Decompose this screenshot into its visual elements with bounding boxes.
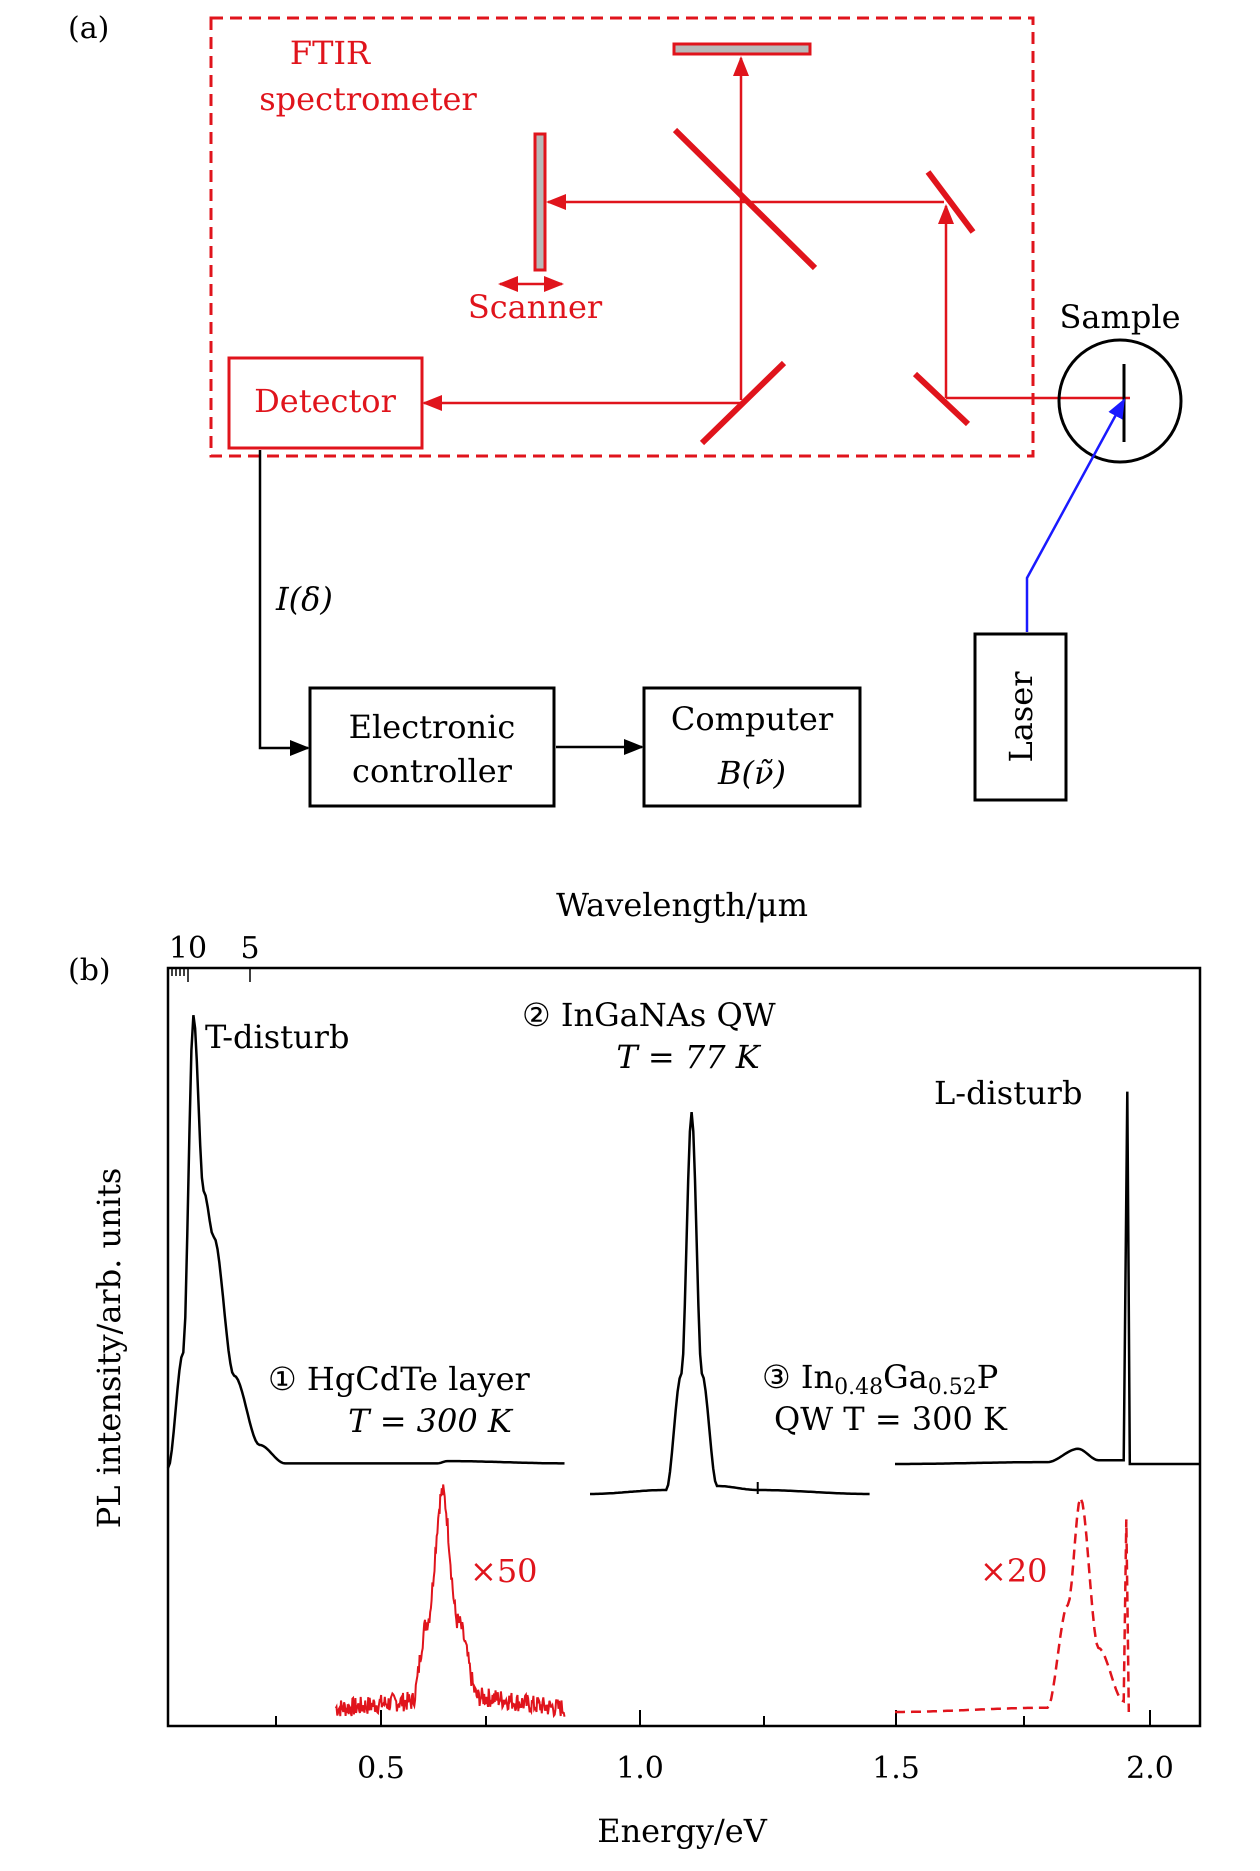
sample2-line1: ② InGaNAs QW <box>522 996 776 1034</box>
scale-x20-label: ×20 <box>980 1552 1048 1590</box>
detector-label: Detector <box>254 382 396 420</box>
sample-circle <box>1057 338 1183 464</box>
sample3-line1: ③ In0.48Ga0.52P <box>762 1358 998 1400</box>
x-axis-label: Energy/eV <box>597 1812 767 1850</box>
y-axis-label: PL intensity/arb. units <box>90 1168 128 1529</box>
sample3-text-b: Ga <box>883 1358 928 1396</box>
panel-b: (b) Wavelength/μm 10 5 0.5 1.0 1.5 <box>68 886 1202 1850</box>
scale-x50-label: ×50 <box>470 1552 538 1590</box>
x-tick-1.5: 1.5 <box>872 1751 920 1786</box>
series-line-5 <box>895 1494 1131 1714</box>
signal-label: I(δ) <box>275 580 333 618</box>
fixed-mirror <box>672 42 812 56</box>
top-tick-5: 5 <box>240 931 259 966</box>
sample-label: Sample <box>1060 298 1181 336</box>
beam-splitter <box>672 127 818 271</box>
sample3-sub2: 0.52 <box>928 1375 977 1400</box>
electronic-controller-box <box>308 686 556 808</box>
mirror-upper-right <box>925 170 976 234</box>
l-disturb-label: L-disturb <box>934 1074 1082 1112</box>
series-line-1 <box>166 1015 565 1469</box>
electronic-label-1: Electronic <box>349 708 516 746</box>
signal-line <box>258 450 310 756</box>
sample2-line2: T = 77 K <box>616 1038 761 1076</box>
top-axis-ticks <box>171 968 251 982</box>
sample3-text-c: P <box>977 1358 999 1396</box>
laser-beam <box>1025 398 1126 632</box>
panel-b-label: (b) <box>68 953 111 988</box>
series-line-4 <box>334 1484 566 1719</box>
laser-label: Laser <box>1002 671 1040 763</box>
panel-a-label: (a) <box>68 11 109 46</box>
computer-label-1: Computer <box>671 700 834 738</box>
electronic-label-2: controller <box>352 752 513 790</box>
sample3-text-a: ③ In <box>762 1358 834 1396</box>
top-axis-label: Wavelength/μm <box>556 886 808 924</box>
series-layer <box>166 1015 1200 1719</box>
ftir-title: FTIR <box>290 34 371 72</box>
mirror-lower-left <box>699 360 787 446</box>
ftir-subtitle: spectrometer <box>259 80 477 118</box>
ftir-box <box>209 16 1035 458</box>
detector-box <box>227 356 424 450</box>
computer-box <box>642 686 862 808</box>
panel-a: (a) FTIR spectrometer Scanner Detector S… <box>68 11 1183 808</box>
sample1-line1: ① HgCdTe layer <box>268 1360 531 1398</box>
x-tick-1.0: 1.0 <box>616 1751 664 1786</box>
plot-frame <box>166 966 1202 1728</box>
mirror-lower-right <box>912 371 971 427</box>
sample3-line2: QW T = 300 K <box>774 1400 1008 1438</box>
x-tick-2.0: 2.0 <box>1126 1751 1174 1786</box>
t-disturb-label: T-disturb <box>205 1018 349 1056</box>
laser-box <box>973 632 1068 802</box>
series-line-2 <box>590 1111 870 1496</box>
bottom-axis-ticks <box>275 1710 1151 1726</box>
top-tick-10: 10 <box>169 931 207 966</box>
computer-label-2: B(ν̃) <box>717 754 786 792</box>
sample1-line2: T = 300 K <box>348 1402 514 1440</box>
scanner-label: Scanner <box>468 288 603 326</box>
series-line-3 <box>895 1091 1200 1466</box>
x-tick-0.5: 0.5 <box>357 1751 405 1786</box>
movable-mirror <box>533 132 547 272</box>
sample3-sub1: 0.48 <box>834 1375 883 1400</box>
